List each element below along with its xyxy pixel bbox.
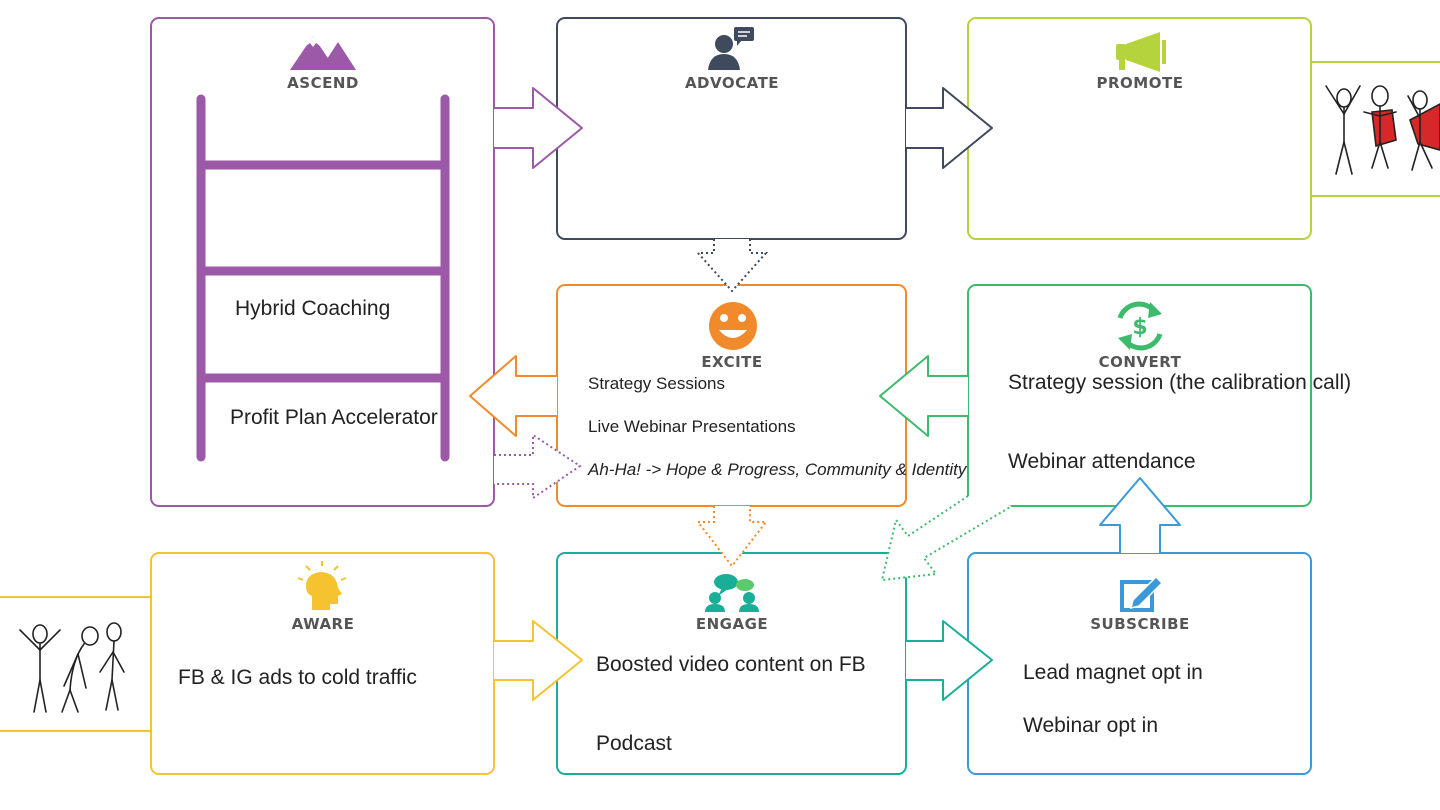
arrow-subscribe-to-convert <box>1099 477 1181 553</box>
smiley-icon <box>709 302 757 350</box>
convert-label: CONVERT <box>1099 353 1182 371</box>
ascend-ladder <box>196 94 450 462</box>
excite-label: EXCITE <box>701 353 762 371</box>
dollar-cycle-icon: $ <box>1117 301 1163 351</box>
svg-text:$: $ <box>1132 315 1147 340</box>
people-chat-icon <box>705 574 759 612</box>
subscribe-lead-magnet: Lead magnet opt in <box>1023 661 1203 684</box>
head-lightbulb-icon <box>297 561 347 610</box>
excite-aha-note: Ah-Ha! -> Hope & Progress, Community & I… <box>588 460 967 479</box>
ascend-rung-profit-plan: Profit Plan Accelerator <box>230 406 438 429</box>
ascend-label: ASCEND <box>287 74 359 92</box>
excite-strategy-sessions: Strategy Sessions <box>588 374 726 393</box>
subscribe-label: SUBSCRIBE <box>1090 615 1190 633</box>
ascend-rung-hybrid-coaching: Hybrid Coaching <box>235 297 391 320</box>
advocate-box <box>556 17 907 240</box>
arrow-advocate-to-excite <box>695 239 769 293</box>
convert-webinar-attendance: Webinar attendance <box>1008 450 1196 473</box>
arrow-ascend-to-advocate <box>494 87 583 169</box>
subscribe-webinar-opt-in: Webinar opt in <box>1023 714 1159 737</box>
excite-live-webinar: Live Webinar Presentations <box>588 417 796 436</box>
edit-pencil-icon <box>1120 575 1164 612</box>
arrow-excite-to-ascend <box>469 355 557 437</box>
engage-boosted-video: Boosted video content on FB <box>596 653 866 676</box>
arrow-ascend-to-excite <box>494 433 582 500</box>
aware-fb-ig-ads: FB & IG ads to cold traffic <box>178 666 417 689</box>
stick-figures-tired-illustration <box>19 622 125 713</box>
megaphone-icon <box>1116 32 1166 72</box>
engage-podcast: Podcast <box>596 732 672 755</box>
engage-label: ENGAGE <box>696 615 768 633</box>
arrow-engage-to-subscribe <box>906 620 993 701</box>
aware-label: AWARE <box>292 615 355 633</box>
person-speech-icon <box>708 27 754 70</box>
arrow-excite-to-engage <box>695 506 769 568</box>
stick-figures-happy-illustration <box>1325 85 1440 175</box>
convert-strategy-session: Strategy session (the calibration call) <box>1008 371 1352 394</box>
arrow-convert-to-engage <box>880 495 1013 582</box>
advocate-label: ADVOCATE <box>685 74 779 92</box>
arrow-convert-to-excite <box>879 355 968 437</box>
promote-label: PROMOTE <box>1097 74 1184 92</box>
arrow-advocate-to-promote <box>906 87 993 169</box>
ascend-box <box>150 17 495 507</box>
mountain-icon <box>290 36 356 70</box>
arrow-aware-to-engage <box>494 620 583 701</box>
